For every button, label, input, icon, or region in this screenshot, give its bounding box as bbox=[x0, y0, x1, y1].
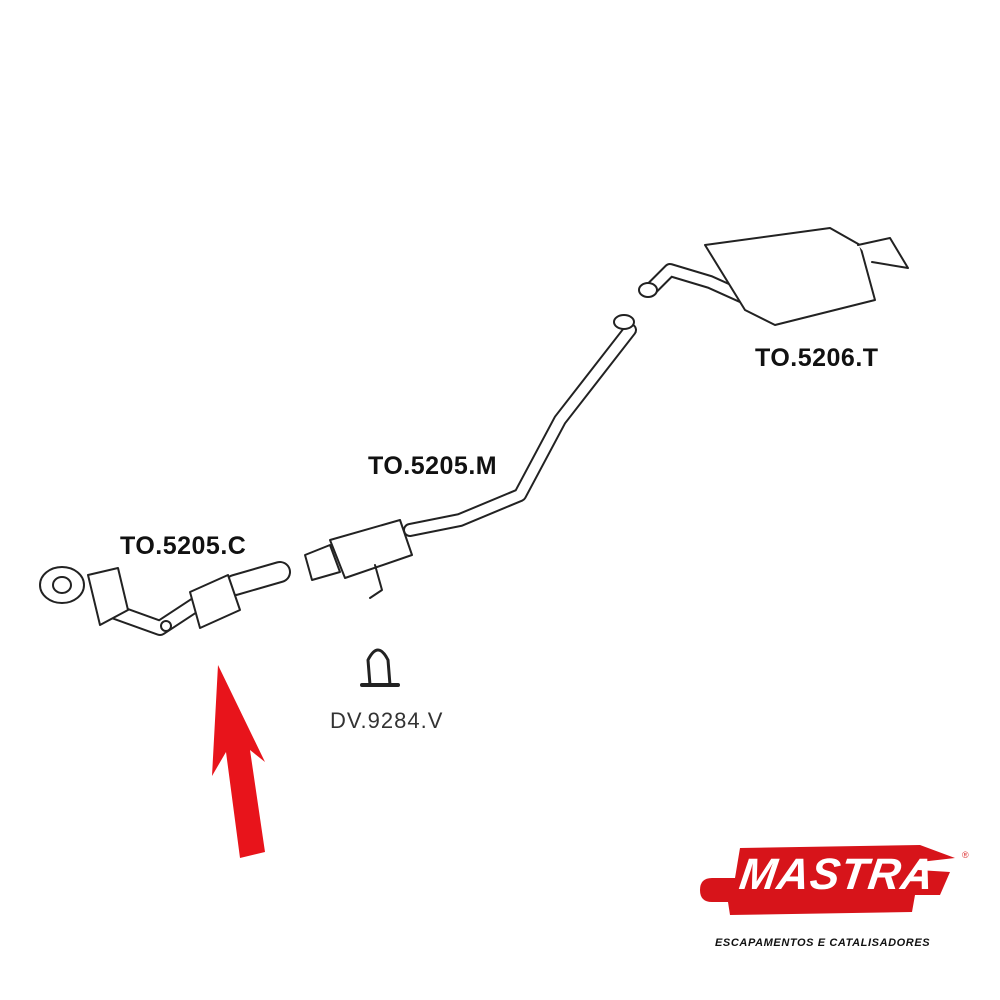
logo-tagline: ESCAPAMENTOS E CATALISADORES bbox=[715, 937, 931, 949]
mastra-logo-shape bbox=[700, 845, 955, 915]
part-label-rear-muffler: TO.5206.T bbox=[755, 344, 879, 372]
part-label-clamp: DV.9284.V bbox=[330, 708, 444, 733]
rear-muffler-drawing bbox=[638, 227, 909, 326]
logo-brand: MASTRA bbox=[736, 850, 938, 899]
part-label-front-pipe: TO.5205.C bbox=[120, 532, 247, 560]
part-label-middle-pipe: TO.5205.M bbox=[368, 452, 498, 480]
middle-pipe-drawing bbox=[304, 314, 637, 599]
registered-mark: ® bbox=[962, 850, 969, 860]
clamp-drawing bbox=[360, 648, 400, 687]
red-arrow-icon bbox=[212, 665, 265, 858]
front-pipe-drawing bbox=[39, 561, 291, 636]
